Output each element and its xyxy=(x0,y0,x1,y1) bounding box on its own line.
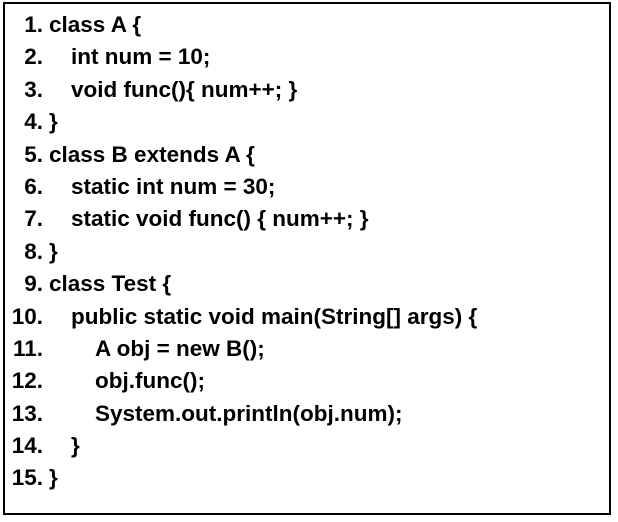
line-code: } xyxy=(49,238,58,264)
line-code: static int num = 30; xyxy=(71,173,276,199)
code-line: 1.class A { xyxy=(5,9,609,41)
code-figure: 1.class A {2.int num = 10;3.void func(){… xyxy=(3,2,611,515)
code-line: 9.class Test { xyxy=(5,268,609,300)
code-line: 8.} xyxy=(5,236,609,268)
code-line: 5.class B extends A { xyxy=(5,139,609,171)
code-line: 6. static int num = 30; xyxy=(5,171,609,203)
code-line: 4.} xyxy=(5,106,609,138)
line-number: 13. xyxy=(11,400,43,426)
line-code: System.out.println(obj.num); xyxy=(95,400,403,426)
line-code: class B extends A { xyxy=(49,141,255,167)
line-number: 10. xyxy=(11,303,43,329)
line-number: 6. xyxy=(24,173,43,199)
line-code: void func(){ num++; } xyxy=(71,76,298,102)
line-code: } xyxy=(49,109,58,135)
code-line: 12. obj.func(); xyxy=(5,365,609,397)
line-number: 11. xyxy=(12,335,43,361)
line-number: 8. xyxy=(24,238,43,264)
code-line: 10. public static void main(String[] args… xyxy=(5,301,609,333)
line-number: 2. xyxy=(24,44,43,70)
line-code: } xyxy=(71,433,80,459)
line-number: 15. xyxy=(11,465,43,491)
line-code: class A { xyxy=(49,12,142,37)
line-number: 7. xyxy=(24,206,43,232)
line-number: 1. xyxy=(24,12,43,37)
line-number: 5. xyxy=(24,141,43,167)
line-number: 12. xyxy=(11,368,43,394)
code-line: 7. static void func() { num++; } xyxy=(5,203,609,235)
code-line: 15.} xyxy=(5,462,609,494)
line-number: 3. xyxy=(24,76,43,102)
code-line: 3. void func(){ num++; } xyxy=(5,74,609,106)
line-code: A obj = new B(); xyxy=(95,335,265,361)
line-number: 14. xyxy=(11,433,43,459)
line-code: class Test { xyxy=(49,271,172,297)
line-code: obj.func(); xyxy=(95,368,205,394)
code-listing: 1.class A {2.int num = 10;3.void func(){… xyxy=(5,9,609,495)
code-line: 13. System.out.println(obj.num); xyxy=(5,398,609,430)
line-number: 4. xyxy=(24,109,43,135)
line-code: public static void main(String[] args) { xyxy=(71,303,478,329)
code-line: 11. A obj = new B(); xyxy=(5,333,609,365)
line-code: int num = 10; xyxy=(71,44,211,70)
line-code: } xyxy=(49,465,58,491)
line-number: 9. xyxy=(24,271,43,297)
code-line: 14.} xyxy=(5,430,609,462)
line-code: static void func() { num++; } xyxy=(71,206,369,232)
code-line: 2. int num = 10; xyxy=(5,41,609,73)
